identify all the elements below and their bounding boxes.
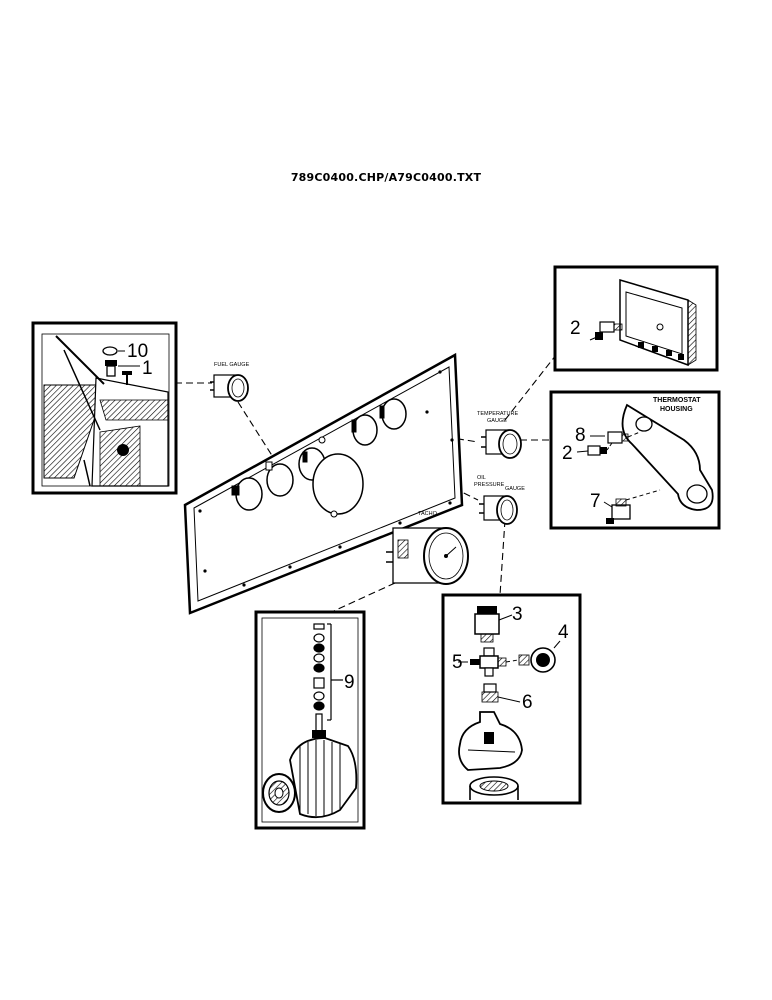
filter-head (458, 711, 523, 771)
temperature-switch-7 (606, 489, 661, 524)
callout-6: 6 (522, 692, 533, 713)
callout-4: 4 (558, 622, 569, 643)
adaptor-6 (481, 683, 521, 703)
inset-panel-mounting (31, 321, 178, 495)
screw-1 (105, 360, 140, 385)
oil-pressure-switch-4 (518, 640, 561, 673)
alternator-body (262, 730, 358, 819)
temperature-gauge (481, 429, 522, 459)
label-thermostat-line-1: THERMOSTAT (653, 397, 701, 404)
oil-pressure-sender-3 (474, 606, 513, 643)
label-oil-pressure-line-3: GAUGE (505, 486, 525, 492)
temperature-sender-8 (607, 431, 641, 444)
callout-5: 5 (452, 652, 463, 673)
callout-2-lower: 2 (562, 443, 573, 464)
callout-2-upper: 2 (570, 318, 581, 339)
instrument-panel (183, 352, 464, 615)
inset-sender-unit (553, 265, 719, 372)
tee-adaptor-5 (458, 647, 519, 677)
callout-3: 3 (512, 604, 523, 625)
sender-switch-2-upper (589, 321, 623, 341)
callout-7: 7 (590, 491, 601, 512)
fuel-gauge (210, 374, 249, 402)
label-temperature-gauge-line-2: GAUGE (487, 418, 507, 424)
label-oil-pressure-line-2: PRESSURE (474, 482, 505, 488)
label-tacho: TACHO (418, 511, 438, 517)
label-thermostat-line-2: HOUSING (660, 406, 693, 413)
label-temperature-gauge-line-1: TEMPERATURE (477, 411, 518, 417)
tachometer (386, 527, 469, 585)
oil-pressure-gauge (479, 495, 518, 525)
oil-filter (469, 776, 519, 800)
file-reference: 789C0400.CHP/A79C0400.TXT (290, 171, 482, 184)
label-fuel-gauge: FUEL GAUGE (214, 362, 250, 368)
inset-thermostat-housing (549, 390, 721, 530)
callout-8: 8 (575, 425, 586, 446)
sender-switch-2-lower (587, 442, 613, 456)
callout-10: 10 (127, 341, 148, 362)
callout-9: 9 (344, 672, 355, 693)
washer-10 (102, 346, 125, 356)
sender-unit-studs (638, 342, 684, 360)
panel-fixing-holes (198, 370, 454, 587)
alternator-terminal-stack (313, 623, 343, 735)
callout-1: 1 (142, 358, 153, 379)
panel-indicator-holes (231, 405, 385, 518)
label-oil-pressure-line-1: OIL (477, 475, 486, 481)
